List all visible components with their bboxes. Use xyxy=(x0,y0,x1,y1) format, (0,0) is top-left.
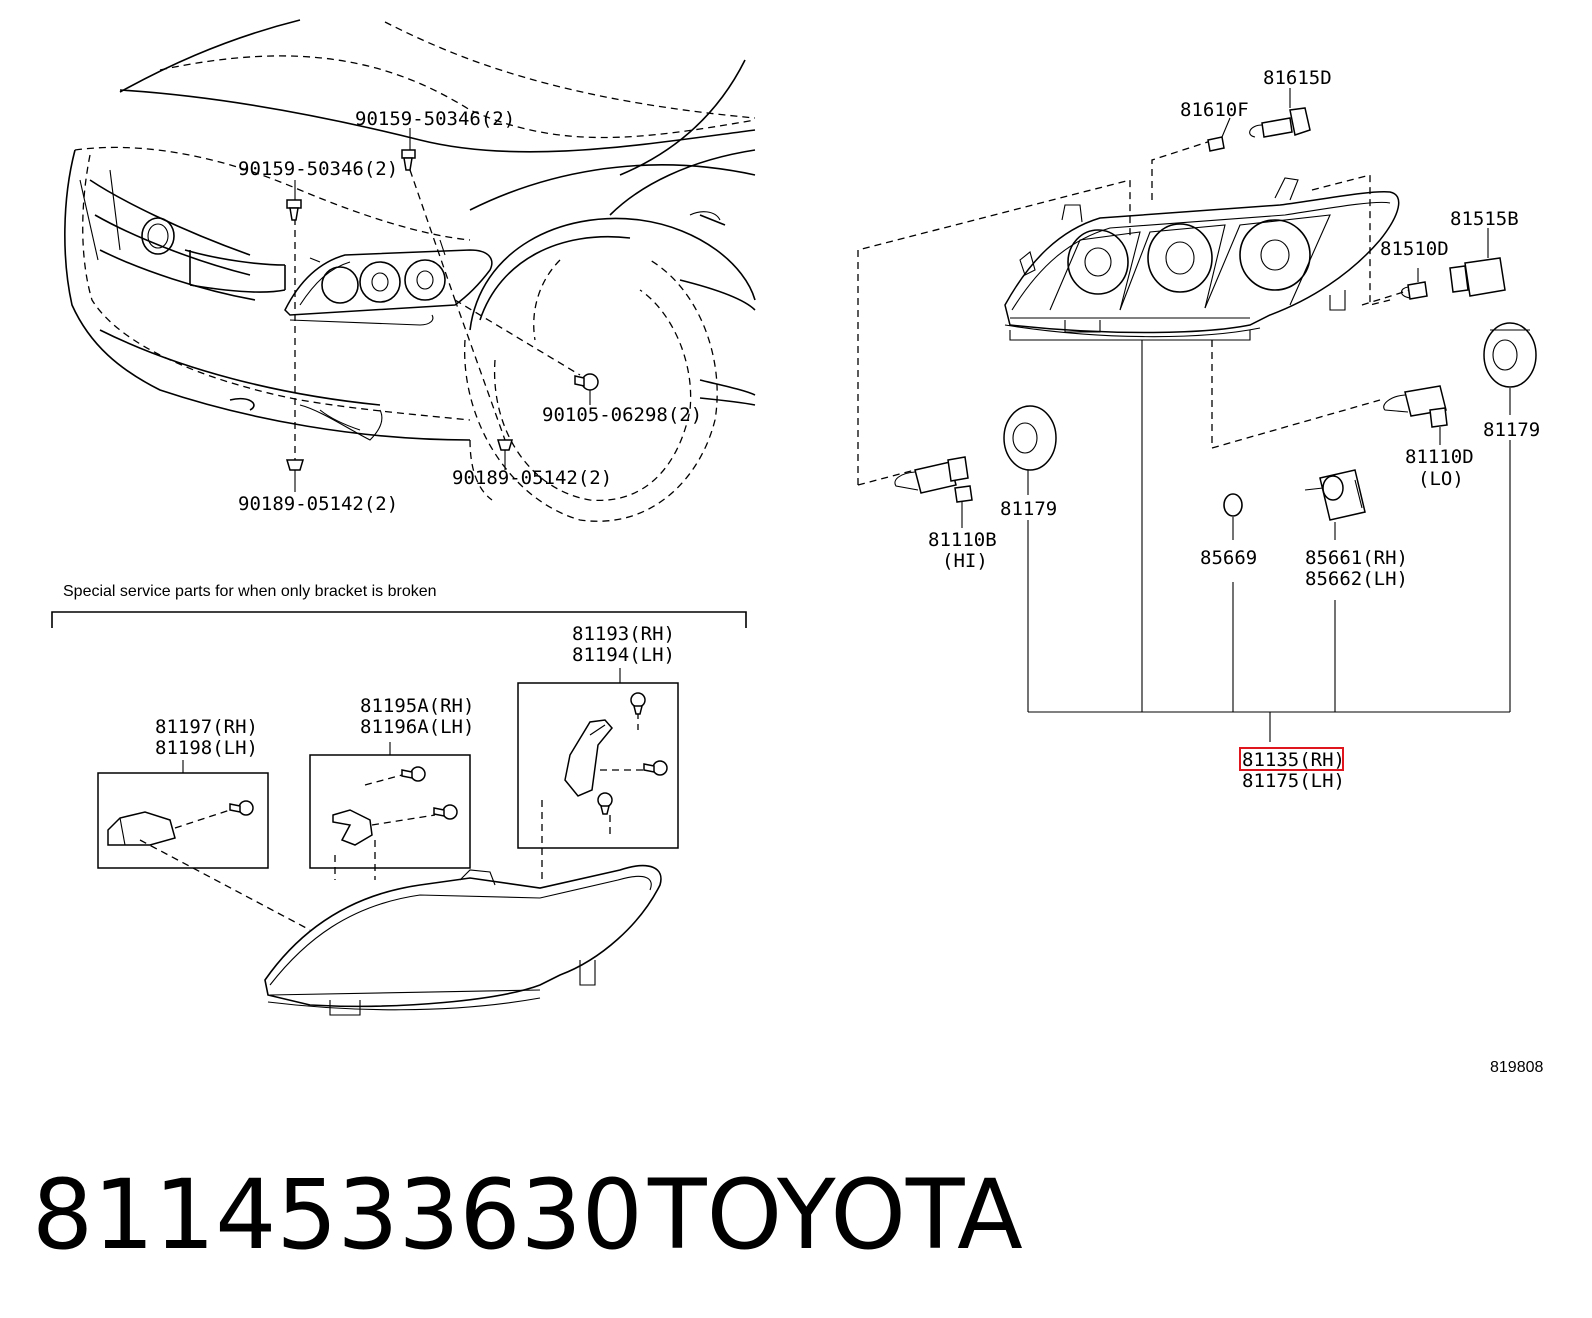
label-81198-lh: 81198(LH) xyxy=(155,737,258,759)
bulb-81610F-icon xyxy=(1207,136,1225,152)
assembly-connector-lines xyxy=(1027,340,1511,742)
bracket-81193-icon xyxy=(564,692,668,835)
headlamp-assembly-drawing xyxy=(857,137,1411,486)
label-81196A-lh: 81196A(LH) xyxy=(360,716,474,738)
cap-81179-icon xyxy=(1483,322,1537,388)
bulb-81510D-icon xyxy=(1400,281,1428,300)
actuator-85661-icon xyxy=(1304,469,1366,521)
bolt-icon xyxy=(574,373,599,391)
label-90159-50346-left: 90159-50346(2) xyxy=(238,158,398,180)
cap-81179-icon xyxy=(1003,405,1057,471)
label-90159-50346-top: 90159-50346(2) xyxy=(355,108,515,130)
label-81179-left: 81179 xyxy=(1000,498,1057,520)
clip-icon xyxy=(496,439,514,458)
label-81179-right: 81179 xyxy=(1483,419,1540,441)
bulb-81615D-icon xyxy=(1249,107,1311,138)
gasket-85669-icon xyxy=(1223,493,1243,517)
label-81610F: 81610F xyxy=(1180,99,1249,121)
lamp-lens-drawing xyxy=(139,800,662,1016)
label-81193-rh: 81193(RH) xyxy=(572,623,675,645)
diagram-code: 819808 xyxy=(1490,1059,1543,1076)
label-81110B-hi: (HI) xyxy=(942,550,988,572)
car-front-drawing xyxy=(64,19,756,522)
label-81135-rh[interactable]: 81135(RH) xyxy=(1242,749,1345,771)
bracket-box-81193 xyxy=(517,682,679,849)
service-bracket-line xyxy=(51,611,747,628)
label-81515B: 81515B xyxy=(1450,208,1519,230)
label-90189-05142-left: 90189-05142(2) xyxy=(238,493,398,515)
label-81175-lh: 81175(LH) xyxy=(1242,770,1345,792)
bolt-icon xyxy=(401,149,416,171)
label-85669: 85669 xyxy=(1200,547,1257,569)
bracket-81195A-icon xyxy=(332,766,458,846)
label-81110D: 81110D xyxy=(1405,446,1474,468)
label-90105-06298: 90105-06298(2) xyxy=(542,404,702,426)
label-81110B: 81110B xyxy=(928,529,997,551)
clip-icon xyxy=(285,459,305,478)
label-81197-rh: 81197(RH) xyxy=(155,716,258,738)
label-81615D: 81615D xyxy=(1263,67,1332,89)
service-note: Special service parts for when only brac… xyxy=(63,583,437,600)
label-81194-lh: 81194(LH) xyxy=(572,644,675,666)
bracket-81197-icon xyxy=(107,800,254,846)
label-81510D: 81510D xyxy=(1380,238,1449,260)
label-90189-05142-right: 90189-05142(2) xyxy=(452,467,612,489)
label-85662-lh: 85662(LH) xyxy=(1305,568,1408,590)
label-81195A-rh: 81195A(RH) xyxy=(360,695,474,717)
bulb-81110B-icon xyxy=(894,456,973,503)
socket-81515B-icon xyxy=(1449,257,1506,297)
highlight-box xyxy=(1239,747,1344,771)
part-number: 8114533630 xyxy=(32,1159,643,1271)
label-81110D-lo: (LO) xyxy=(1418,468,1464,490)
brand-name: TOYOTA xyxy=(647,1159,1023,1271)
label-85661-rh: 85661(RH) xyxy=(1305,547,1408,569)
bulb-81110D-icon xyxy=(1383,385,1448,428)
bolt-icon xyxy=(286,199,302,221)
